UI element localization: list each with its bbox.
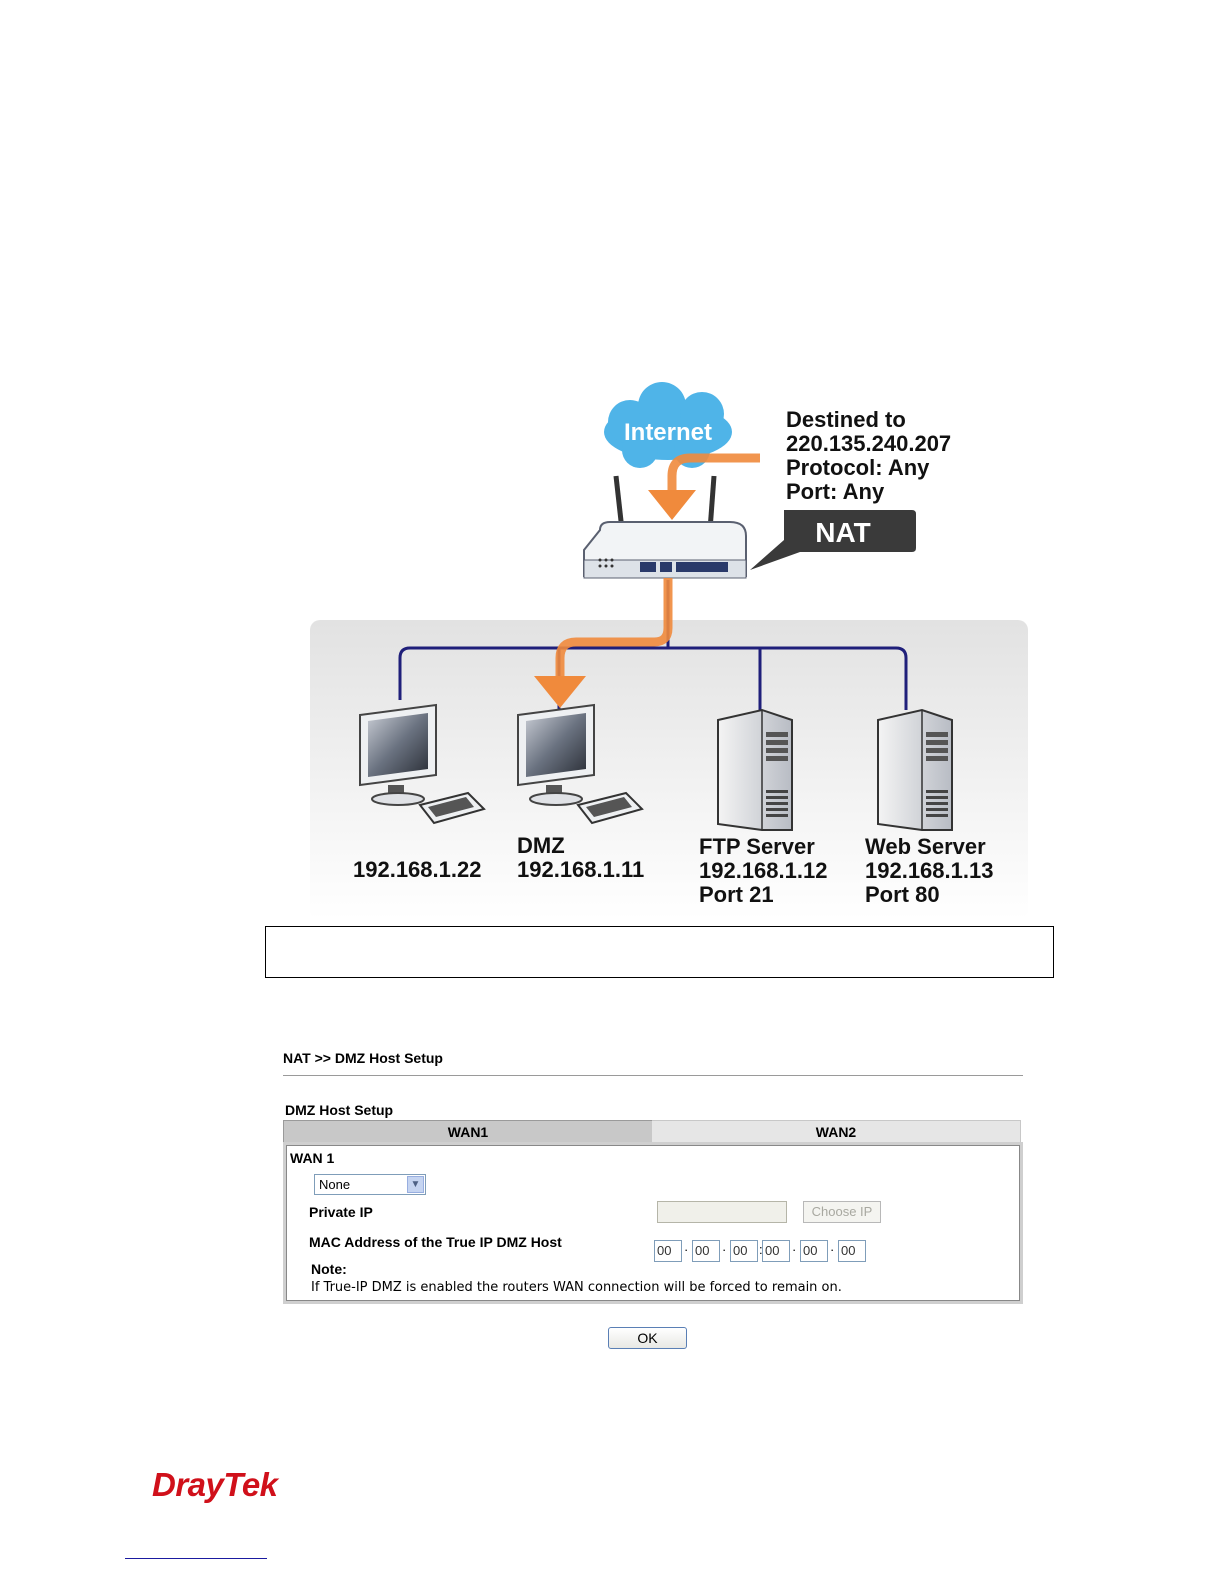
lan-background — [310, 620, 1028, 920]
arrow-down-icon — [648, 490, 696, 520]
workstation-icon — [359, 703, 486, 825]
wan-label: WAN 1 — [290, 1150, 335, 1166]
nat-label: NAT — [815, 517, 870, 548]
dmz-settings-panel: WAN 1 None ▼ Private IP Choose IP MAC Ad… — [283, 1142, 1023, 1304]
tab-wan1[interactable]: WAN1 — [283, 1120, 652, 1142]
caption-box — [265, 926, 1054, 978]
mac-separator: · — [722, 1242, 727, 1257]
tab-wan2[interactable]: WAN2 — [652, 1120, 1021, 1142]
workstation-icon — [517, 703, 644, 825]
host-name — [353, 834, 481, 858]
divider — [283, 1075, 1023, 1076]
mac-separator: : — [759, 1242, 763, 1257]
host-name: DMZ — [517, 833, 565, 858]
host-name: Web Server — [865, 834, 986, 859]
mac-separator: · — [830, 1242, 835, 1257]
destination-protocol: Protocol: Any — [786, 455, 930, 480]
chevron-down-icon: ▼ — [407, 1176, 424, 1193]
draytek-logo: DrayTek — [152, 1466, 278, 1503]
host-ip: 192.168.1.22 — [353, 857, 482, 882]
mac-address-label: MAC Address of the True IP DMZ Host — [309, 1234, 562, 1250]
ok-button[interactable]: OK — [608, 1327, 687, 1349]
dmz-mode-value: None — [319, 1177, 351, 1192]
dmz-mode-select[interactable]: None ▼ — [314, 1174, 426, 1195]
host-ip: 192.168.1.13 — [865, 858, 994, 883]
nat-bubble — [750, 510, 916, 570]
internet-label: Internet — [624, 419, 712, 446]
host-label-ftp: FTP Server 192.168.1.12 Port 21 — [699, 835, 827, 907]
server-icon — [877, 708, 953, 831]
footer-divider — [125, 1558, 267, 1559]
note-title: Note: — [311, 1261, 347, 1277]
mac-octet-5[interactable]: 00 — [800, 1240, 828, 1262]
arrow-down-icon — [534, 676, 586, 708]
mac-octet-1[interactable]: 00 — [654, 1240, 682, 1262]
traffic-arrow — [555, 453, 760, 680]
destination-port: Port: Any — [786, 479, 885, 504]
note-text: If True-IP DMZ is enabled the routers WA… — [311, 1280, 842, 1295]
network-diagram-graphic: Internet NAT — [310, 382, 1028, 920]
mac-separator: · — [684, 1242, 689, 1257]
router-icon — [583, 475, 747, 579]
mac-octet-2[interactable]: 00 — [692, 1240, 720, 1262]
mac-octet-4[interactable]: 00 — [762, 1240, 790, 1262]
destination-info: Destined to 220.135.240.207 Protocol: An… — [786, 408, 951, 504]
host-ip: 192.168.1.11 — [517, 857, 645, 882]
host-port: Port 21 — [699, 882, 774, 907]
host-label-web: Web Server 192.168.1.13 Port 80 — [865, 835, 993, 907]
private-ip-label: Private IP — [309, 1204, 373, 1220]
choose-ip-button[interactable]: Choose IP — [803, 1201, 881, 1223]
host-label-dmz: DMZ 192.168.1.11 — [517, 834, 644, 882]
mac-separator: · — [792, 1242, 797, 1257]
server-icon — [717, 708, 793, 831]
mac-octet-3[interactable]: 00 — [730, 1240, 758, 1262]
wan-tabs: WAN1 WAN2 — [283, 1120, 1021, 1142]
network-diagram: Internet NAT — [300, 380, 1040, 920]
section-title: DMZ Host Setup — [285, 1102, 394, 1118]
host-name: FTP Server — [699, 834, 815, 859]
host-ip: 192.168.1.12 — [699, 858, 828, 883]
host-port: Port 80 — [865, 882, 940, 907]
private-ip-input[interactable] — [657, 1201, 787, 1223]
destination-ip: 220.135.240.207 — [786, 431, 952, 456]
mac-octet-6[interactable]: 00 — [838, 1240, 866, 1262]
host-label: 192.168.1.22 — [353, 834, 481, 882]
destination-line: Destined to — [786, 407, 906, 432]
breadcrumb: NAT >> DMZ Host Setup — [283, 1050, 443, 1066]
